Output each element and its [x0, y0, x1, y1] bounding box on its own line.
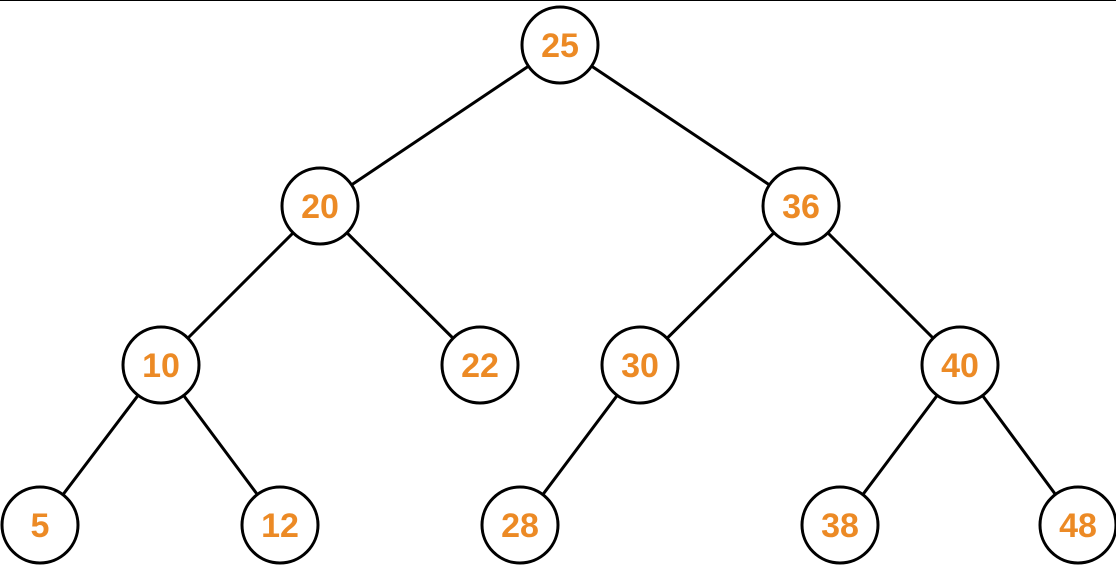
tree-node-circle [520, 5, 600, 85]
tree-node-circle [480, 485, 560, 565]
tree-node-30: 30 [600, 325, 680, 405]
tree-node-25: 25 [520, 5, 600, 85]
tree-node-5: 5 [0, 485, 80, 565]
tree-node-22: 22 [440, 325, 520, 405]
tree-node-circle [800, 485, 880, 565]
tree-node-label: 12 [261, 507, 299, 545]
tree-node-label: 40 [941, 347, 979, 385]
edges-layer [38, 43, 1080, 527]
tree-node-10: 10 [121, 325, 201, 405]
tree-node-20: 20 [280, 166, 360, 246]
tree-node-circle [1038, 485, 1116, 565]
tree-node-label: 38 [821, 507, 859, 545]
nodes-layer: 25 20 36 10 22 30 40 5 12 28 38 48 [0, 5, 1116, 565]
tree-node-circle [920, 325, 1000, 405]
tree-node-12: 12 [240, 485, 320, 565]
tree-node-38: 38 [800, 485, 880, 565]
tree-node-circle [600, 325, 680, 405]
tree-edge-25-20 [318, 43, 562, 208]
tree-node-label: 48 [1059, 507, 1097, 545]
tree-node-label: 10 [142, 347, 180, 385]
tree-node-circle [761, 166, 841, 246]
tree-node-circle [240, 485, 320, 565]
tree-node-label: 28 [501, 507, 539, 545]
tree-node-label: 22 [461, 347, 499, 385]
tree-node-label: 5 [31, 507, 50, 545]
tree-node-label: 36 [782, 188, 820, 226]
tree-node-label: 20 [301, 188, 339, 226]
tree-node-40: 40 [920, 325, 1000, 405]
tree-node-28: 28 [480, 485, 560, 565]
tree-node-label: 25 [541, 27, 579, 65]
tree-node-circle [0, 485, 80, 565]
tree-node-circle [121, 325, 201, 405]
tree-node-circle [440, 325, 520, 405]
tree-node-48: 48 [1038, 485, 1116, 565]
tree-node-circle [280, 166, 360, 246]
tree-node-label: 30 [621, 347, 659, 385]
tree-node-36: 36 [761, 166, 841, 246]
tree-edge-25-36 [558, 43, 803, 208]
